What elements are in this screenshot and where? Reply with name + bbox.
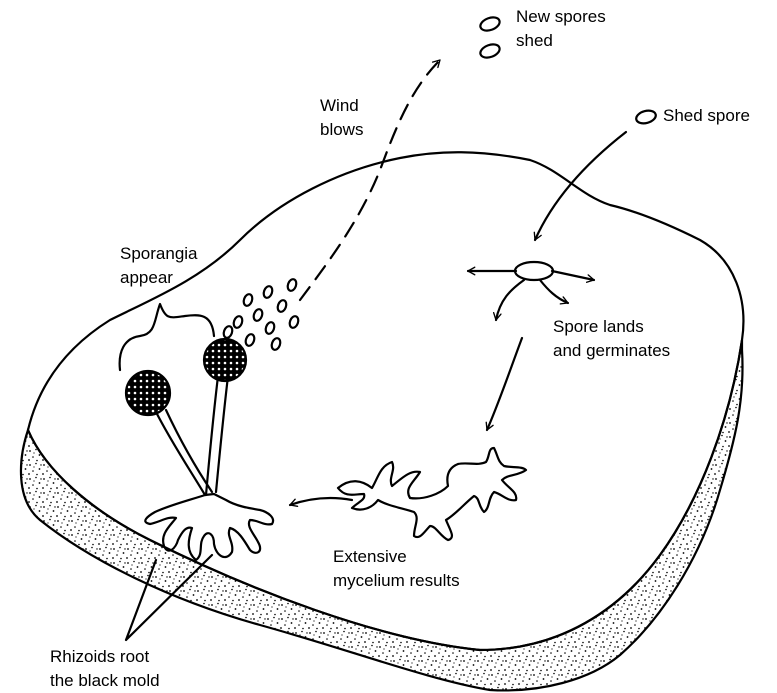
- label-rhizoids: Rhizoids root the black mold: [50, 645, 160, 693]
- label-shed-spore: Shed spore: [663, 104, 750, 128]
- label-extensive-mycelium: Extensive mycelium results: [333, 545, 460, 593]
- sporangium: [126, 371, 170, 415]
- label-wind-blows: Wind blows: [320, 94, 363, 142]
- arrow-spore-falls: [535, 132, 626, 240]
- new-spore: [479, 42, 502, 60]
- germ-arrow-down-left: [496, 280, 524, 320]
- landed-spore: [515, 262, 553, 280]
- germ-arrow-down-right: [540, 280, 568, 303]
- arrow-to-mycelium: [487, 338, 522, 430]
- sporangiophore-stalk: [155, 410, 212, 495]
- mycelium: [338, 448, 526, 540]
- sporangiophore-stalk: [206, 376, 228, 495]
- sporangia-bracket: [120, 304, 214, 370]
- shed-spore: [635, 109, 657, 126]
- label-new-spores-shed: New spores shed: [516, 5, 606, 53]
- germ-arrow-right: [552, 271, 594, 280]
- label-sporangia-appear: Sporangia appear: [120, 242, 198, 290]
- label-spore-lands: Spore lands and germinates: [553, 315, 670, 363]
- new-spore: [479, 15, 502, 33]
- sporangium: [204, 339, 246, 381]
- arrow-to-mold: [290, 498, 352, 505]
